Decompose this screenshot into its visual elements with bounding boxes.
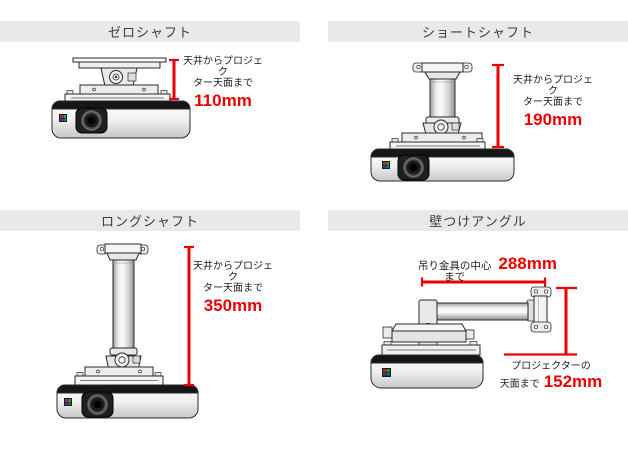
panel-header-short-shaft: ショートシャフト: [328, 21, 628, 42]
dimension-label-line2: 天面まで: [499, 379, 540, 390]
panel-title-short-shaft: ショートシャフト: [421, 25, 534, 40]
dimension-label: 吊り金具の中心まで: [417, 260, 492, 283]
dimension-label-line2: ター天面まで: [523, 97, 583, 108]
dimension-value: 190mm: [523, 110, 583, 129]
dimension-label-line2: ター天面まで: [193, 78, 253, 89]
wall-angle-width-dimension-line: [420, 277, 547, 287]
dimension-value: 152mm: [543, 372, 603, 391]
brand-logo-icon: [382, 161, 390, 169]
brand-logo-icon: [59, 114, 67, 122]
projector-top-strip: [56, 384, 199, 394]
dimension-label-line1: 天井からプロジェク: [513, 75, 593, 97]
dimension-label-line2: ター天面まで: [203, 283, 263, 294]
projector-top-strip: [370, 354, 484, 364]
wall-angle-height-label: プロジェクターの 天面まで 152mm: [492, 361, 610, 391]
panel-header-long-shaft: ロングシャフト: [0, 210, 300, 231]
dimension-value: 288mm: [498, 254, 557, 273]
brand-logo-icon: [382, 368, 391, 377]
brand-logo-icon: [64, 398, 72, 406]
dimension-value: 110mm: [194, 91, 252, 110]
wall-angle-illustration: [370, 286, 552, 389]
dimension-label-line1: 天井からプロジェク: [183, 56, 263, 78]
zero-shaft-dimension-label: 天井からプロジェク ター天面まで 110mm: [179, 56, 267, 110]
short-shaft-illustration: [370, 62, 515, 182]
projector-top-strip: [370, 148, 515, 158]
short-shaft-dimension-label: 天井からプロジェク ター天面まで 190mm: [509, 75, 597, 129]
panel-title-wall-angle: 壁つけアングル: [429, 214, 527, 229]
wall-angle-height-dimension-line: [504, 286, 577, 356]
dimension-label-line1: プロジェクターの: [511, 361, 591, 372]
long-shaft-dimension-line: [184, 245, 194, 387]
panel-title-zero-shaft: ゼロシャフト: [107, 25, 192, 40]
panel-header-wall-angle: 壁つけアングル: [328, 210, 628, 231]
dimension-value: 350mm: [203, 296, 263, 315]
long-shaft-illustration: [56, 243, 199, 419]
wall-angle-width-label: 吊り金具の中心まで 288mm: [417, 254, 557, 283]
projector-top-strip: [51, 100, 191, 110]
short-shaft-dimension-line: [492, 63, 504, 149]
panel-header-zero-shaft: ゼロシャフト: [0, 21, 300, 42]
zero-shaft-dimension-line: [169, 58, 179, 101]
panel-title-long-shaft: ロングシャフト: [100, 214, 199, 229]
pivot-knob: [114, 352, 130, 368]
pivot-knob: [433, 119, 449, 135]
long-shaft-dimension-label: 天井からプロジェク ター天面まで 350mm: [190, 261, 276, 315]
dimension-label-line1: 天井からプロジェク: [193, 261, 273, 283]
